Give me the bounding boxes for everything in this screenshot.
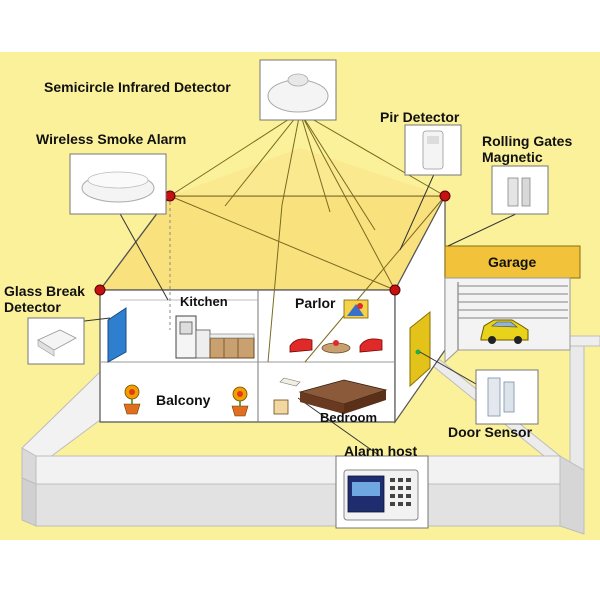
magnetic-contact-icon <box>491 165 549 215</box>
parlor-label: Parlor <box>295 295 336 311</box>
window-icon <box>107 307 127 363</box>
garage <box>444 245 581 364</box>
bedroom-label: Bedroom <box>320 410 378 425</box>
callout-lines <box>75 171 521 457</box>
sensor-dot <box>94 284 106 296</box>
kitchen-label: Kitchen <box>180 294 228 309</box>
smoke-alarm-label: Wireless Smoke Alarm <box>36 131 187 147</box>
dome-detector-icon <box>259 59 337 121</box>
pir-detector-label: Pir Detector <box>380 109 460 125</box>
rolling-gates-label-1: Rolling Gates <box>482 133 573 149</box>
sensor-dot <box>389 284 401 296</box>
door-sensor-dot <box>415 349 421 355</box>
fence <box>21 335 600 535</box>
rolling-gates-label-2: Magnetic <box>482 149 543 165</box>
door-sensor-icon <box>475 369 539 425</box>
bed-icon <box>273 377 388 415</box>
flower-pot-icon <box>231 386 249 417</box>
glass-break-label-1: Glass Break <box>4 283 85 299</box>
car-icon <box>480 319 529 344</box>
glass-break-sensor-icon <box>27 317 85 365</box>
sofa-icon <box>289 338 383 354</box>
painting-icon <box>343 299 369 319</box>
balcony-label: Balcony <box>156 392 211 408</box>
alarm-host-label: Alarm host <box>344 443 418 459</box>
garage-label: Garage <box>488 254 537 270</box>
alarm-panel-icon <box>335 455 429 529</box>
kitchen-fixtures <box>175 315 255 359</box>
smoke-alarm-icon <box>69 153 167 215</box>
pir-sensor-icon <box>404 124 462 176</box>
door-sensor-label: Door Sensor <box>448 424 533 440</box>
door-icon <box>409 310 431 388</box>
detection-beams <box>169 111 446 363</box>
flower-pot-icon <box>123 384 141 415</box>
glass-break-label-2: Detector <box>4 299 61 315</box>
semicircle-detector-label: Semicircle Infrared Detector <box>44 79 231 95</box>
sensor-dot <box>439 190 451 202</box>
